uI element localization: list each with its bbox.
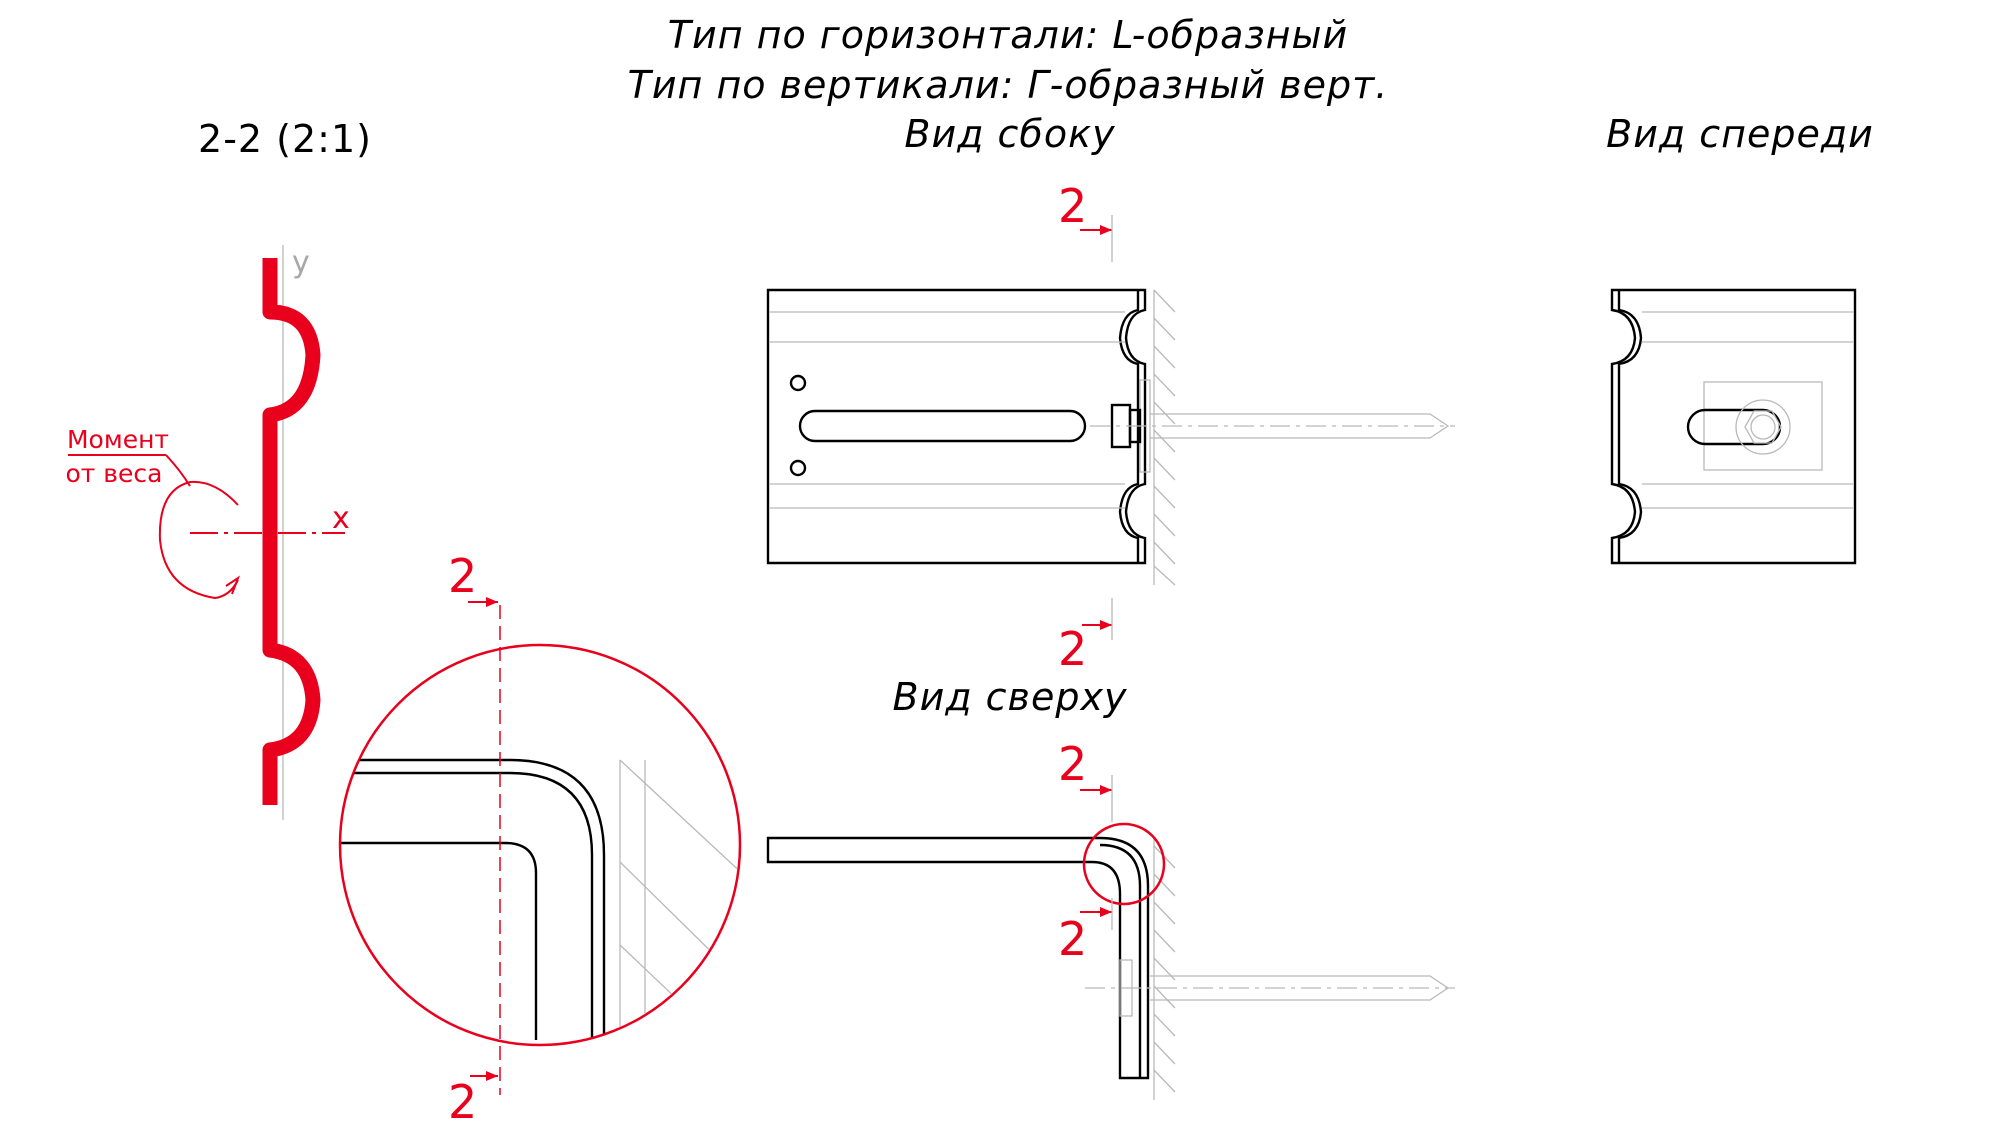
section-markers: 2 2 2 2 2 2 [448,179,1113,1125]
section-mark-side-bottom: 2 [1058,622,1087,676]
detail-wall-hatch [619,759,739,1041]
moment-arrowhead [225,575,241,595]
section-arrowhead-side-bottom [1100,620,1112,630]
side-plate-outline [766,288,1147,565]
x-axis-label: x [332,501,350,536]
side-hole-top [789,374,807,392]
detail-outer-contour [341,758,606,1040]
section-mark-detail-upper: 2 [448,549,477,603]
section-mark-side-top: 2 [1058,179,1087,233]
moment-label-line1: Момент [67,425,169,454]
detail-view [338,605,742,1095]
front-view [1610,288,1857,565]
section-arrowhead-detail-upper [486,597,498,607]
section-arrowhead-side-top [1100,225,1112,235]
side-anchor-bolt [1150,413,1450,439]
profile-shape [262,258,321,805]
top-view-label: Вид сверху [893,675,1128,719]
top-angle-outline [766,836,1150,1080]
top-angle-inner-edge [1099,843,1142,1078]
section-arrowhead-top-lower [1100,907,1112,917]
side-hole-bottom [789,459,807,477]
detail-circle [338,643,742,1047]
section-mark-top-lower: 2 [1058,912,1087,966]
section-view-label: 2-2 (2:1) [198,117,372,161]
front-plate-outline [1610,288,1857,565]
moment-arrow [158,480,239,600]
front-view-label: Вид спереди [1606,112,1874,156]
side-plate-inner-edge [1118,290,1140,563]
front-washer-circle [1735,399,1791,455]
detail-outer-contour-2 [341,771,594,1040]
top-view [766,822,1455,1100]
detail-wall [619,760,646,1030]
title-horizontal-type: Тип по горизонтали: L-образный [668,13,1348,57]
moment-leader [165,454,191,487]
side-view [766,288,1455,586]
front-nut-hexagon [1744,410,1782,444]
y-axis-label: y [292,245,310,280]
title-vertical-type: Тип по вертикали: Г-образный верт. [628,63,1389,107]
moment-label-line2: от веса [66,459,163,488]
front-slot [1686,408,1782,446]
section-mark-top-upper: 2 [1058,737,1087,791]
detail-inner-contour [341,841,538,1040]
top-wall-hatch [1153,845,1176,1093]
side-slot [798,409,1087,443]
side-wall-hatch [1153,289,1176,586]
front-bolt-circle [1750,414,1776,440]
side-view-label: Вид сбоку [904,112,1115,156]
section-mark-detail-lower: 2 [448,1075,477,1125]
section-profile: y x Момент от веса [66,245,350,820]
section-arrowhead-top-upper [1100,785,1112,795]
front-washer-plate [1703,381,1823,471]
front-plate-inner-edge [1617,290,1643,563]
top-detail-circle [1082,822,1166,906]
section-arrowhead-detail-lower [486,1071,498,1081]
